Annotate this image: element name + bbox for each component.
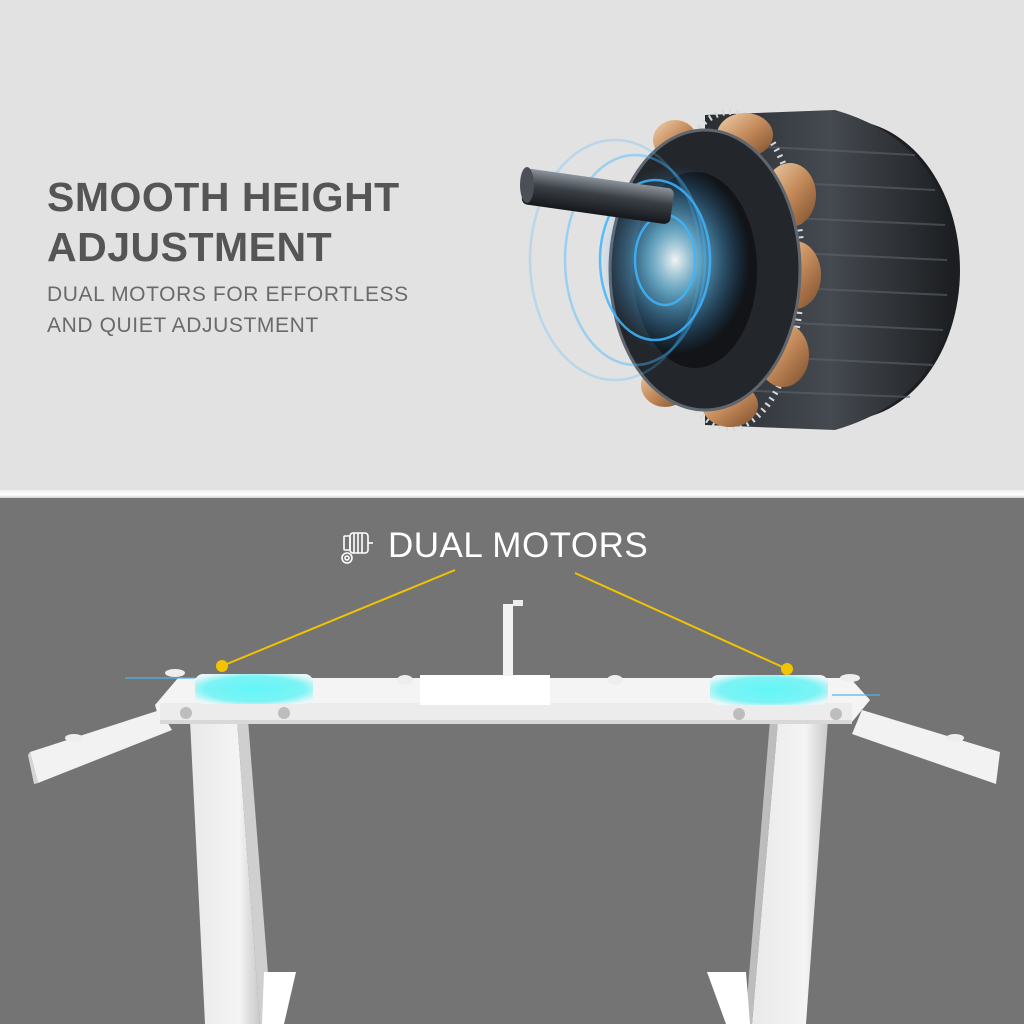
section-divider (0, 490, 1024, 498)
motor-illustration (520, 109, 960, 431)
subheadline-line-2: AND QUIET ADJUSTMENT (47, 314, 319, 337)
top-section: SMOOTH HEIGHT ADJUSTMENT DUAL MOTORS FOR… (0, 0, 1024, 490)
subheadline: DUAL MOTORS FOR EFFORTLESS AND QUIET ADJ… (47, 279, 409, 341)
bottom-section (0, 498, 1024, 1024)
headline-line-1: SMOOTH HEIGHT (47, 174, 400, 220)
motor-gear-icon (341, 532, 373, 564)
feature-label: DUAL MOTORS (388, 526, 649, 565)
subheadline-line-1: DUAL MOTORS FOR EFFORTLESS (47, 283, 409, 306)
headline: SMOOTH HEIGHT ADJUSTMENT (47, 172, 400, 272)
feature-title: DUAL MOTORS (336, 524, 648, 568)
headline-line-2: ADJUSTMENT (47, 224, 333, 270)
